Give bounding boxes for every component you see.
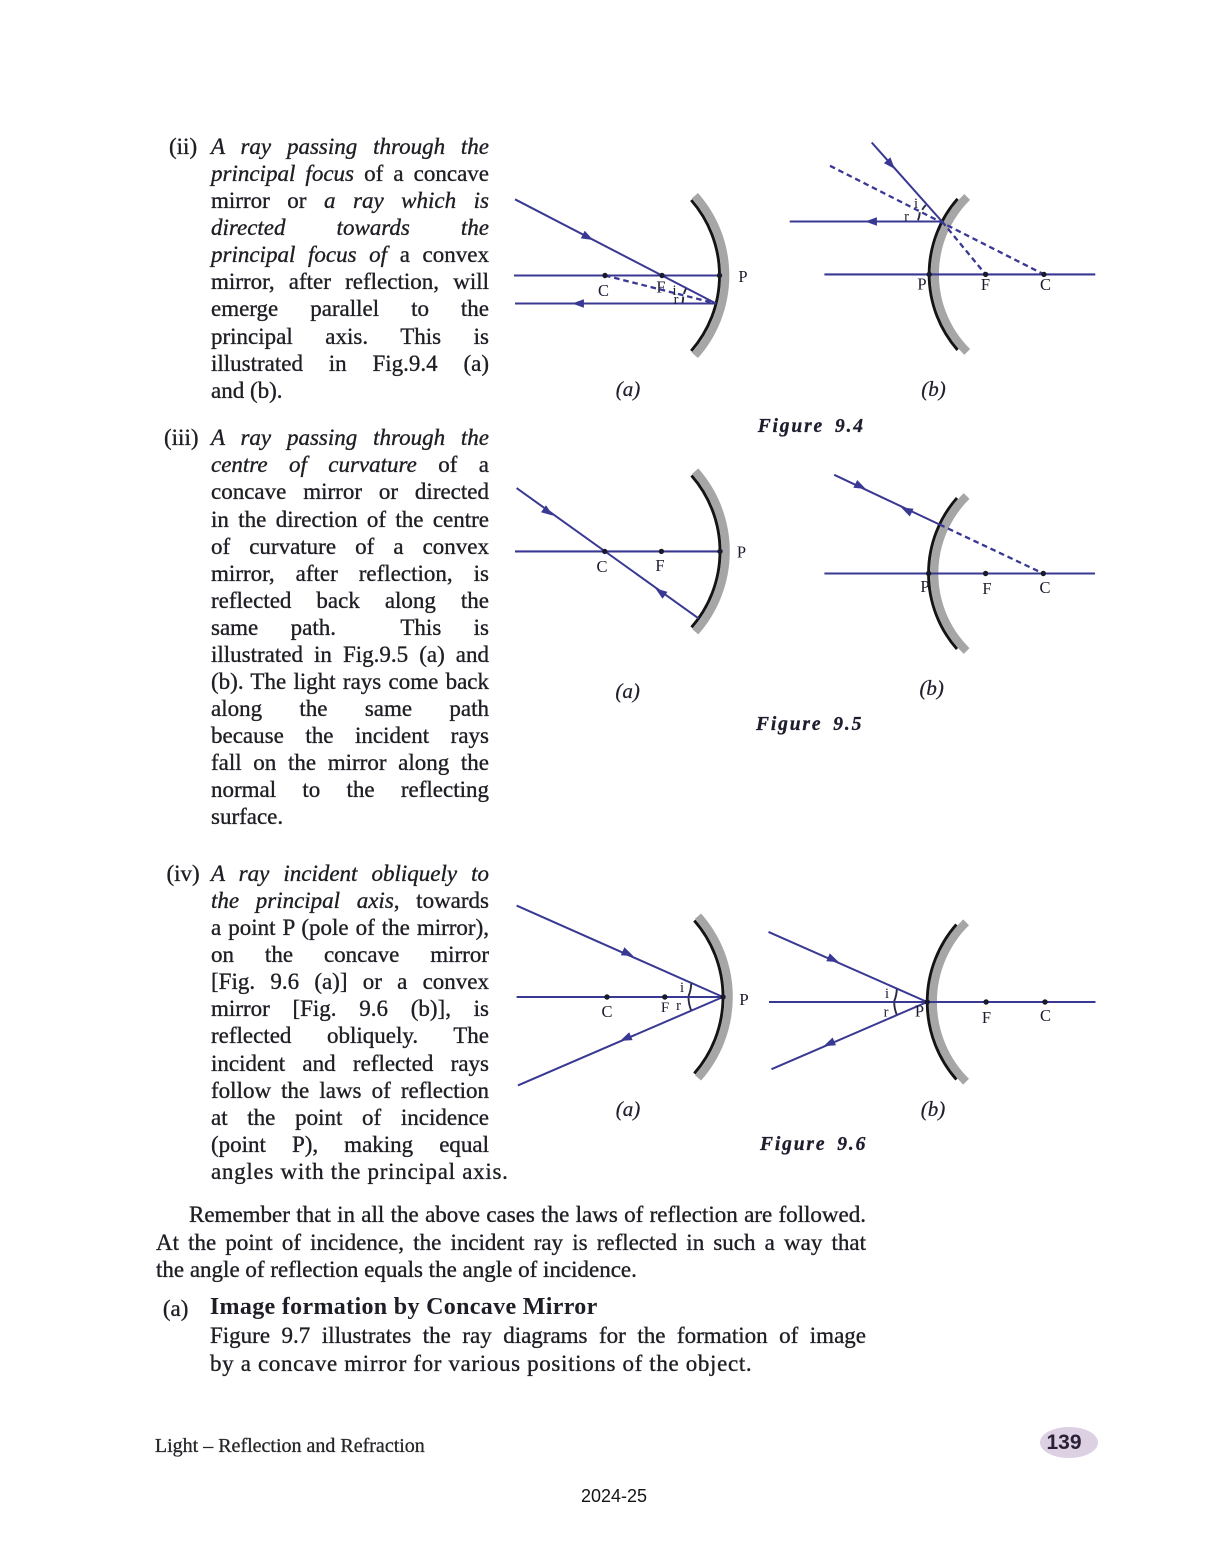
svg-text:P: P [917,275,926,294]
svg-text:C: C [601,1002,612,1021]
svg-text:r: r [674,292,679,308]
svg-text:C: C [1039,578,1050,597]
svg-text:i: i [914,196,918,212]
svg-text:P: P [738,267,747,286]
svg-text:F: F [982,579,991,598]
svg-text:P: P [915,1002,924,1021]
svg-text:C: C [1040,275,1051,294]
svg-text:r: r [904,209,909,225]
svg-text:C: C [1040,1006,1051,1025]
svg-text:P: P [737,543,746,562]
svg-text:F: F [982,1008,991,1027]
svg-text:r: r [676,998,681,1014]
svg-text:F: F [655,556,664,575]
svg-text:r: r [884,1005,889,1021]
svg-text:F: F [981,275,990,294]
svg-text:C: C [596,557,607,576]
svg-text:P: P [739,990,748,1009]
svg-text:i: i [672,283,676,299]
svg-text:F: F [661,1000,669,1016]
svg-text:i: i [680,980,684,996]
svg-text:i: i [885,986,889,1002]
svg-text:P: P [920,577,929,596]
svg-text:C: C [598,281,609,300]
svg-text:F: F [656,278,665,297]
